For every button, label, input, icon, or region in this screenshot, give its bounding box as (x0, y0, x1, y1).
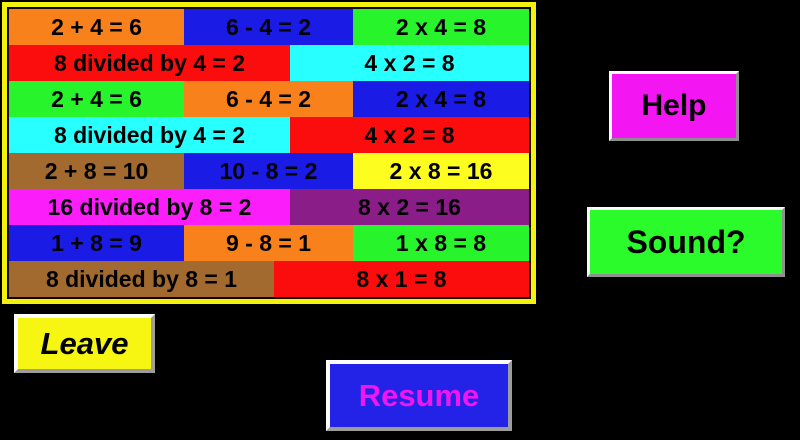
fact-tile[interactable]: 1 + 8 = 9 (9, 225, 184, 261)
fact-tile[interactable]: 2 x 4 = 8 (353, 9, 529, 45)
fact-tile[interactable]: 8 divided by 4 = 2 (9, 45, 290, 81)
facts-board-frame: 2 + 4 = 6 6 - 4 = 2 2 x 4 = 8 8 divided … (2, 2, 536, 304)
fact-tile[interactable]: 6 - 4 = 2 (184, 9, 353, 45)
facts-board: 2 + 4 = 6 6 - 4 = 2 2 x 4 = 8 8 divided … (7, 7, 531, 299)
fact-tile[interactable]: 4 x 2 = 8 (290, 45, 529, 81)
fact-tile[interactable]: 16 divided by 8 = 2 (9, 189, 290, 225)
fact-tile[interactable]: 9 - 8 = 1 (184, 225, 353, 261)
fact-tile[interactable]: 8 x 2 = 16 (290, 189, 529, 225)
fact-row: 1 + 8 = 9 9 - 8 = 1 1 x 8 = 8 (9, 225, 529, 261)
fact-tile[interactable]: 4 x 2 = 8 (290, 117, 529, 153)
fact-tile[interactable]: 2 + 8 = 10 (9, 153, 184, 189)
leave-button[interactable]: Leave (14, 314, 155, 373)
fact-tile[interactable]: 8 x 1 = 8 (274, 261, 529, 297)
fact-tile[interactable]: 8 divided by 8 = 1 (9, 261, 274, 297)
resume-button[interactable]: Resume (326, 360, 512, 431)
fact-tile[interactable]: 2 + 4 = 6 (9, 9, 184, 45)
sound-button[interactable]: Sound? (587, 207, 785, 277)
fact-tile[interactable]: 2 x 8 = 16 (353, 153, 529, 189)
fact-tile[interactable]: 1 x 8 = 8 (353, 225, 529, 261)
fact-tile[interactable]: 8 divided by 4 = 2 (9, 117, 290, 153)
fact-row: 8 divided by 4 = 2 4 x 2 = 8 (9, 117, 529, 153)
fact-tile[interactable]: 2 x 4 = 8 (353, 81, 529, 117)
fact-row: 8 divided by 8 = 1 8 x 1 = 8 (9, 261, 529, 297)
fact-row: 16 divided by 8 = 2 8 x 2 = 16 (9, 189, 529, 225)
fact-row: 2 + 4 = 6 6 - 4 = 2 2 x 4 = 8 (9, 81, 529, 117)
fact-row: 8 divided by 4 = 2 4 x 2 = 8 (9, 45, 529, 81)
help-button[interactable]: Help (609, 71, 739, 141)
fact-tile[interactable]: 6 - 4 = 2 (184, 81, 353, 117)
fact-tile[interactable]: 2 + 4 = 6 (9, 81, 184, 117)
fact-tile[interactable]: 10 - 8 = 2 (184, 153, 353, 189)
fact-row: 2 + 4 = 6 6 - 4 = 2 2 x 4 = 8 (9, 9, 529, 45)
fact-row: 2 + 8 = 10 10 - 8 = 2 2 x 8 = 16 (9, 153, 529, 189)
